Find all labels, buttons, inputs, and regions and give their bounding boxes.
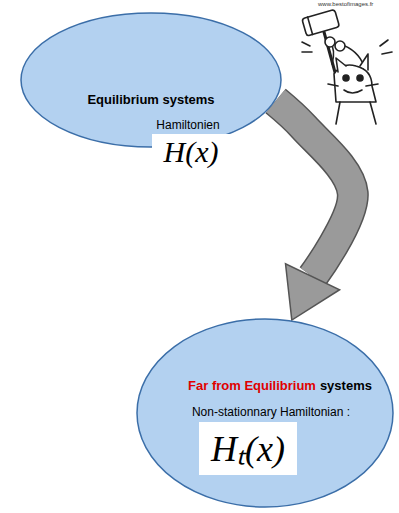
formula: Hₜ(x) — [199, 422, 297, 475]
node-text: Non-stationnary Hamiltonian : — [192, 405, 350, 419]
ellipse-shape — [21, 13, 281, 147]
ellipse-node: Far from Equilibrium systemsNon-stationna… — [136, 318, 394, 508]
text-line: Far from Equilibrium systems — [188, 376, 372, 394]
ellipse-shape — [137, 319, 393, 507]
node-text: Equilibrium systems — [87, 92, 214, 107]
ellipse-node: Equilibrium systemsHamiltonienH(x) — [20, 12, 282, 148]
node-text: Hamiltonien — [156, 118, 219, 132]
node-text: Far from Equilibrium — [188, 378, 316, 393]
text-line: Hamiltonien — [156, 115, 219, 133]
arrow-head — [286, 264, 340, 320]
arrow-shaft — [276, 101, 353, 277]
watermark: www.bestofimages.fr — [318, 1, 373, 7]
curved-block-arrow — [276, 101, 353, 320]
cartoon-illustration — [280, 6, 399, 128]
text-line: Hₜ(x) — [199, 422, 297, 475]
node-text: systems — [320, 378, 372, 393]
text-line: Equilibrium systems — [87, 90, 214, 108]
arrow-outline — [276, 101, 353, 277]
text-line: Non-stationnary Hamiltonian : — [192, 402, 350, 420]
text-line: H(x) — [152, 134, 231, 172]
ellipse-outline — [20, 12, 282, 148]
formula: H(x) — [152, 134, 231, 172]
